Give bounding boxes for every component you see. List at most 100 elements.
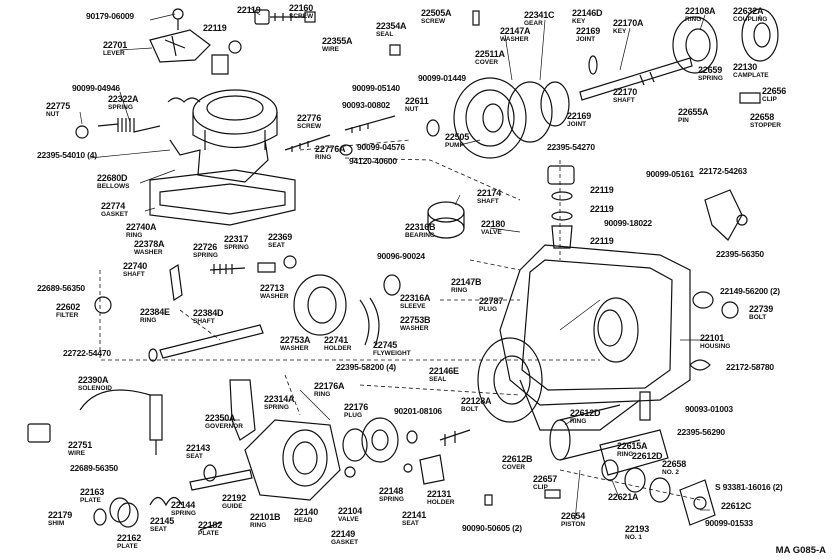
part-number: 22119 [590, 185, 614, 195]
part-name: BOLT [461, 406, 479, 413]
part-number: 90099-04576 [357, 142, 405, 152]
part-number: 22131 [427, 489, 452, 499]
ring-22612d [649, 477, 671, 503]
clip-58780 [689, 359, 711, 371]
bolt-56350 [736, 214, 748, 226]
part-number: 22701 [103, 40, 128, 50]
part-name: SPRING [379, 496, 404, 503]
shaft-22384d [159, 324, 264, 359]
part-number: 90096-90024 [377, 251, 425, 261]
part-name: COUPLING [733, 16, 768, 23]
part-name: CAMPLATE [733, 72, 769, 79]
part-number: 22753A [280, 335, 311, 345]
part-number: 22144 [171, 500, 196, 510]
part-number: 22611 [405, 96, 429, 106]
seat-22369 [283, 255, 297, 269]
part-name: No. 1 [625, 534, 642, 541]
part-number: 22787 [479, 296, 504, 306]
part-name: CLIP [762, 96, 777, 103]
part-number: 22740 [123, 261, 148, 271]
coupling-cam [672, 8, 779, 74]
seal-22354a [389, 44, 401, 56]
part-label-22395-58200: 22395-58200 (4) [336, 363, 396, 372]
screw-50605 [484, 494, 493, 506]
part-number: 22659 [698, 65, 723, 75]
ring-22119d [551, 211, 573, 221]
part-label-22119e: 22119 [590, 237, 614, 246]
key-22146d [588, 55, 598, 75]
part-label-22621A: 22621A [608, 493, 639, 502]
part-name: SHIM [48, 520, 65, 527]
distributor-head [244, 419, 341, 501]
screw-90099-05140 [344, 115, 396, 133]
part-label-22395-54010: 22395-54010 (4) [37, 151, 97, 160]
part-label-90201-08106: 90201-08106 [394, 407, 442, 416]
part-number: 22104 [338, 506, 363, 516]
part-number: 22612B [502, 454, 533, 464]
part-name: WASHER [280, 345, 309, 352]
part-number: 22395-58200 (4) [336, 362, 396, 372]
part-name: SPRING [698, 75, 723, 82]
part-number: 90099-01533 [705, 518, 753, 528]
part-number: 22130 [733, 62, 758, 72]
assembly-guides [99, 139, 701, 501]
ring-22119c [551, 191, 573, 201]
part-number: 90201-08106 [394, 406, 442, 416]
part-number: 22141 [402, 510, 427, 520]
spring-22148 [403, 463, 413, 473]
ring-22384e [148, 348, 158, 362]
part-label-90099-04576: 90099-04576 [357, 143, 405, 152]
part-name: No. 2 [662, 469, 679, 476]
part-label-90099-18022: 90099-18022 [604, 219, 652, 228]
part-number: 22395-56290 [677, 427, 725, 437]
part-number: 22753B [400, 315, 431, 325]
part-number: 22656 [762, 86, 787, 96]
part-number: 22101B [250, 512, 281, 522]
guide-22192 [189, 469, 253, 491]
part-number: 22378A [134, 239, 165, 249]
part-number: 94120-40600 [349, 156, 397, 166]
cap-05161 [547, 165, 575, 185]
bolt-22128a [439, 429, 471, 446]
nut-22775 [75, 125, 89, 139]
part-name: PLATE [80, 497, 101, 504]
part-number: 22160 [289, 3, 314, 13]
part-name: PLUG [344, 412, 363, 419]
part-number: 22689-56350 [37, 283, 85, 293]
part-number: 22740A [126, 222, 157, 232]
part-name: WASHER [260, 293, 289, 300]
part-number: 22147A [500, 26, 531, 36]
holder-22131 [419, 454, 445, 485]
part-number: 22119 [237, 5, 261, 15]
part-label-90099-05140: 90099-05140 [352, 84, 400, 93]
part-name: HOLDER [324, 345, 352, 352]
nut-22611 [426, 119, 440, 137]
part-name: RING [315, 154, 332, 161]
part-number: 22145 [150, 516, 175, 526]
part-number: 22140 [294, 507, 319, 517]
part-name: SEAT [150, 526, 167, 533]
part-number: 22776A [315, 144, 346, 154]
valve-18022 [551, 225, 573, 249]
part-name: PISTON [561, 521, 586, 528]
part-name: SEAL [429, 376, 447, 383]
part-name: WASHER [500, 36, 529, 43]
